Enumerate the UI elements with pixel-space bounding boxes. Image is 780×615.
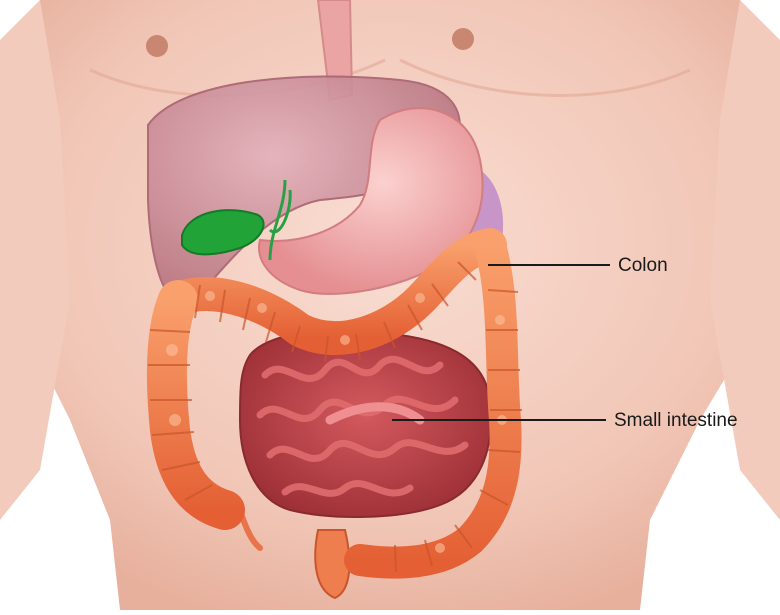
- right-nipple: [452, 28, 474, 50]
- left-nipple: [146, 35, 168, 57]
- small-intestine: [240, 330, 491, 517]
- colon-label: Colon: [618, 256, 668, 275]
- small-intestine-label: Small intestine: [614, 411, 738, 430]
